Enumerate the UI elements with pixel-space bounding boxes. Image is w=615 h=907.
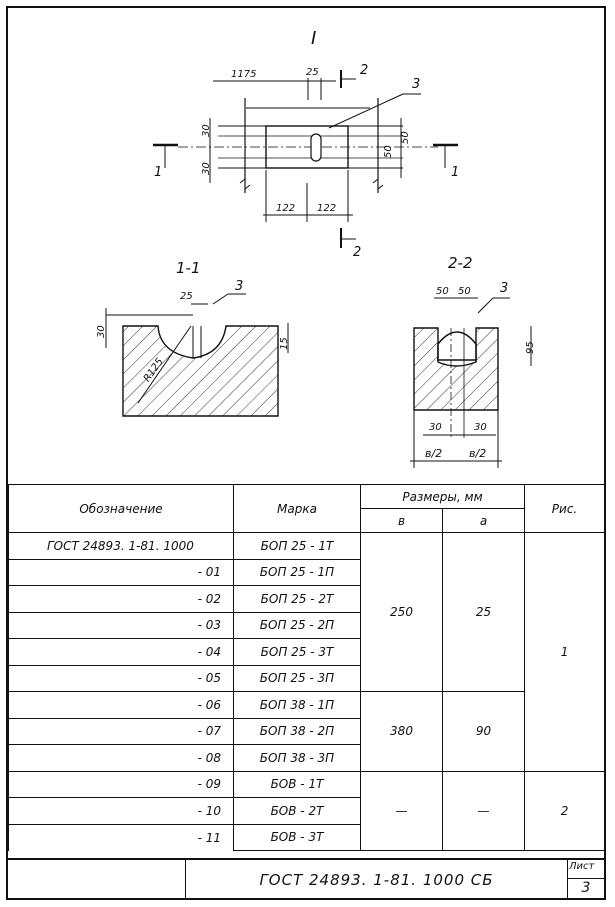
title-block-divider [567, 878, 604, 879]
dim-50-a: 50 [400, 131, 411, 144]
dim-50-a-2-2: 50 [436, 286, 449, 297]
table-row-designation: - 01 [8, 558, 234, 586]
group-b-value: — [360, 770, 443, 851]
table-row-designation: - 04 [8, 638, 234, 665]
col-header-designation: Обозначение [8, 484, 234, 533]
table-row-mark: БОП 25 - 3Т [233, 638, 361, 666]
table-row-designation: - 02 [8, 585, 234, 612]
view-title-2-2: 2-2 [448, 254, 473, 272]
dim-95-2-2: 95 [525, 341, 536, 354]
col-header-fig: Рис. [524, 484, 606, 533]
table-row-mark: БОП 38 - 1П [233, 691, 361, 719]
group-a-value: — [441, 770, 526, 851]
dim-30-b-2-2: 30 [474, 422, 487, 433]
table-row-mark: БОП 25 - 2П [233, 611, 361, 639]
title-block: ГОСТ 24893. 1-81. 1000 СБ Лист 3 [8, 858, 604, 900]
table-row-designation: - 11 [8, 823, 234, 851]
table-row-designation: - 05 [8, 664, 234, 692]
dim-1175: 1175 [231, 69, 256, 80]
callout-1-left: 1 [154, 165, 162, 180]
fig-value: 1 [524, 532, 606, 772]
group-a-value: 90 [441, 691, 526, 772]
table-row-mark: БОП 25 - 1Т [233, 532, 361, 560]
callout-1-right: 1 [451, 165, 459, 180]
callout-3-1-1: 3 [235, 279, 243, 294]
dim-25-main: 25 [306, 67, 319, 78]
specification-table: Обозначение Марка Размеры, мм Рис. в а Г… [8, 484, 606, 851]
dim-30-1-1: 30 [96, 325, 107, 338]
dim-30-a-2-2: 30 [429, 422, 442, 433]
callout-2-top: 2 [360, 63, 368, 78]
sheet-number: 3 [581, 880, 591, 896]
callout-3-main: 3 [412, 77, 420, 92]
sheet-label: Лист [569, 861, 595, 872]
dim-30-a: 30 [201, 124, 212, 137]
dim-122-a: 122 [276, 203, 295, 214]
group-b-value: 380 [360, 691, 443, 772]
title-block-divider [567, 860, 568, 900]
table-row-mark: БОП 25 - 2Т [233, 585, 361, 613]
view-title-main: I [311, 28, 316, 49]
group-b-value: 250 [360, 532, 443, 692]
table-row-designation: - 10 [8, 797, 234, 824]
col-header-b: в [360, 508, 443, 533]
dim-50-b-2-2: 50 [458, 286, 471, 297]
table-row-mark: БОВ - 1Т [233, 770, 361, 798]
table-row-designation: - 06 [8, 691, 234, 718]
table-row-mark: БОП 38 - 2П [233, 717, 361, 745]
callout-3-2-2: 3 [500, 281, 508, 296]
table-row-designation: - 09 [8, 770, 234, 798]
dim-122-b: 122 [317, 203, 336, 214]
callout-2-bottom: 2 [353, 245, 361, 260]
technical-drawing: I 1175 25 2 3 30 30 50 [96, 28, 536, 468]
drawing-sheet: I 1175 25 2 3 30 30 50 [6, 6, 606, 900]
view-title-1-1: 1-1 [176, 259, 201, 277]
title-block-divider [185, 860, 186, 900]
dim-30-b: 30 [201, 162, 212, 175]
dim-15-1-1: 15 [279, 337, 290, 350]
table-row-mark: БОП 38 - 3П [233, 744, 361, 772]
dim-25-1-1: 25 [180, 291, 193, 302]
table-row-designation: ГОСТ 24893. 1-81. 1000 [8, 532, 234, 559]
table-row-mark: БОВ - 3Т [233, 823, 361, 851]
table-row-designation: - 03 [8, 611, 234, 639]
table-row-designation: - 08 [8, 744, 234, 771]
group-a-value: 25 [441, 532, 526, 692]
table-row-mark: БОВ - 2Т [233, 797, 361, 825]
col-header-sizes: Размеры, мм [359, 484, 526, 509]
dim-b2-a: в/2 [425, 447, 442, 460]
dim-b2-b: в/2 [469, 447, 486, 460]
document-code: ГОСТ 24893. 1-81. 1000 СБ [259, 871, 494, 889]
col-header-mark: Марка [233, 484, 361, 533]
col-header-a: а [441, 508, 526, 533]
table-row-mark: БОП 25 - 3П [233, 664, 361, 692]
fig-value: 2 [524, 770, 606, 851]
table-row-designation: - 07 [8, 717, 234, 745]
dim-50-b: 50 [383, 145, 394, 158]
table-row-mark: БОП 25 - 1П [233, 558, 361, 586]
